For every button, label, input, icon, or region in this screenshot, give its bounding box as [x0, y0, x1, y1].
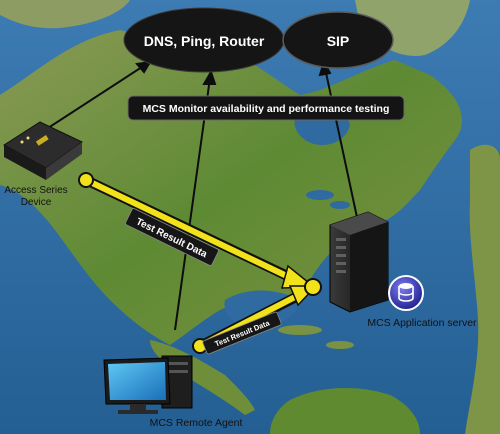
flow-target-dot	[304, 278, 322, 296]
access-device-label-line1: Access Series	[4, 185, 67, 196]
remote-agent-label: MCS Remote Agent	[150, 417, 243, 429]
server-tower-icon	[329, 211, 389, 313]
network-device-icon	[3, 121, 83, 180]
monitor-banner-label: MCS Monitor availability and performance…	[143, 103, 390, 115]
flow-origin-dot	[78, 172, 94, 188]
arrowhead-icon	[135, 60, 152, 74]
test-result-flow-upper	[78, 172, 317, 289]
access-device-label-line2: Device	[21, 197, 52, 208]
sip-node-label: SIP	[327, 33, 350, 49]
access-to-dns-link	[44, 64, 146, 131]
dns-node-label: DNS, Ping, Router	[144, 33, 265, 49]
arrowhead-icon	[202, 69, 217, 85]
desktop-computer-icon	[103, 355, 193, 414]
app-server-label: MCS Application server	[367, 317, 477, 329]
database-icon	[388, 275, 424, 311]
monitor-banner	[127, 95, 405, 121]
sip-node	[282, 11, 394, 69]
server-to-sip-link	[324, 67, 359, 223]
